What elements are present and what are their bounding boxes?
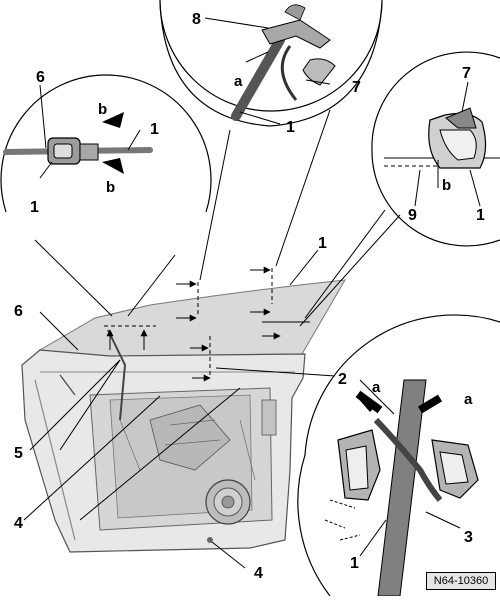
callout-2: 2 <box>338 371 347 388</box>
callout-1-top-center: 1 <box>286 119 295 136</box>
callout-1-top-right: 1 <box>476 207 485 224</box>
detail-circle-bottom-right <box>297 314 500 597</box>
detail-circle-top-left <box>0 74 212 213</box>
detail-circle-top-center <box>159 0 383 127</box>
measure-arrows <box>104 266 310 382</box>
callout-6-mid: 6 <box>14 303 23 320</box>
callout-4-bottom: 4 <box>254 565 263 582</box>
callout-4-left: 4 <box>14 515 23 532</box>
callout-1-bottom-right: 1 <box>350 555 359 572</box>
callout-9: 9 <box>408 207 417 224</box>
label-a-bottom-right-2: a <box>464 391 473 408</box>
callout-7-top-center: 7 <box>352 79 361 96</box>
reference-number: N64-10360 <box>426 572 496 590</box>
leader-lines <box>23 249 336 569</box>
callout-7-top-right: 7 <box>462 65 471 82</box>
callout-1-top-left-a: 1 <box>150 121 159 138</box>
label-b-top-left-1: b <box>98 101 107 118</box>
callout-6-top-left: 6 <box>36 69 45 86</box>
detail-circle-top-right <box>371 51 500 247</box>
callout-5: 5 <box>14 445 23 462</box>
label-b-top-right: b <box>442 177 451 194</box>
label-a-top-center: a <box>234 73 243 90</box>
label-b-top-left-2: b <box>106 179 115 196</box>
callout-8: 8 <box>192 11 201 28</box>
label-a-bottom-right-1: a <box>372 379 381 396</box>
callout-1-top-left-b: 1 <box>30 199 39 216</box>
callout-3: 3 <box>464 529 473 546</box>
callout-1-mid: 1 <box>318 235 327 252</box>
